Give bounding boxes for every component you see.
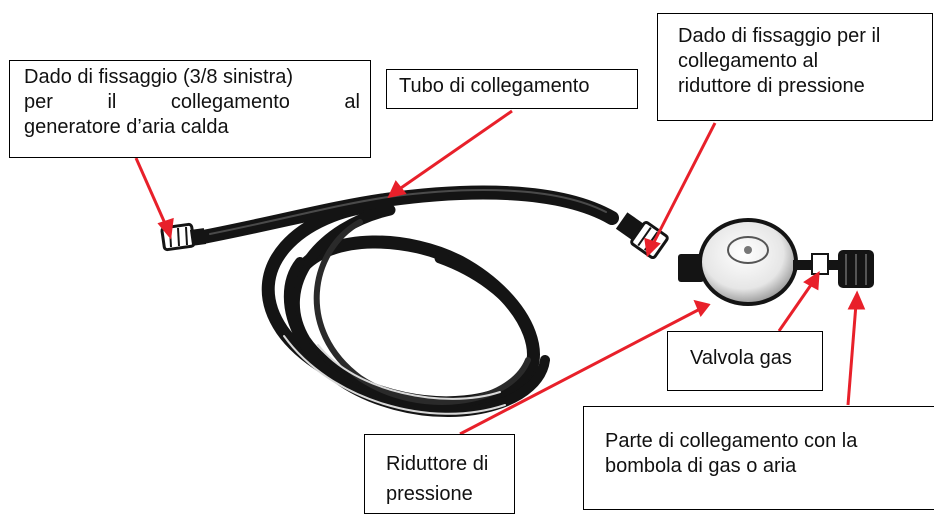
- hose-main: [196, 185, 619, 244]
- label-connection-line-1: Parte di collegamento con la: [605, 430, 858, 452]
- label-right-nut-line-2: collegamento al: [678, 50, 819, 72]
- arrow-reducer: [459, 307, 701, 436]
- pressure-reducer: [678, 218, 874, 306]
- label-connection-line-2: bombola di gas o aria: [605, 455, 797, 477]
- arrow-connection: [846, 303, 858, 406]
- label-valve-text: Valvola gas: [690, 347, 792, 369]
- label-left-nut-line-1: Dado di fissaggio (3/8 sinistra): [24, 66, 294, 88]
- label-pressure-reducer: Riduttore di pressione: [364, 434, 515, 514]
- label-gas-valve: Valvola gas: [667, 331, 823, 391]
- label-left-nut-line-2: per il collegamento al: [24, 91, 360, 113]
- label-left-nut-line-3: generatore d’aria calda: [24, 116, 229, 138]
- label-connection-tube: Tubo di collegamento: [386, 69, 638, 109]
- hose-coil: [261, 198, 550, 417]
- callout-arrows: [134, 109, 866, 436]
- arrow-valve: [777, 281, 815, 332]
- label-reducer-line-1: Riduttore di: [386, 453, 489, 475]
- label-right-fixing-nut: Dado di fissaggio per il collegamento al…: [657, 13, 933, 121]
- arrow-nut-left: [134, 157, 169, 229]
- right-fixing-nut: [615, 212, 669, 260]
- label-reducer-line-2: pressione: [386, 483, 473, 505]
- label-left-fixing-nut: Dado di fissaggio (3/8 sinistra) per il …: [9, 60, 371, 158]
- arrow-tube: [397, 109, 513, 192]
- label-cylinder-connection: Parte di collegamento con la bombola di …: [583, 406, 934, 510]
- label-tube-text: Tubo di collegamento: [399, 75, 590, 97]
- label-right-nut-line-3: riduttore di pressione: [678, 75, 865, 97]
- arrow-nut-right: [650, 122, 717, 247]
- label-right-nut-line-1: Dado di fissaggio per il: [678, 25, 881, 47]
